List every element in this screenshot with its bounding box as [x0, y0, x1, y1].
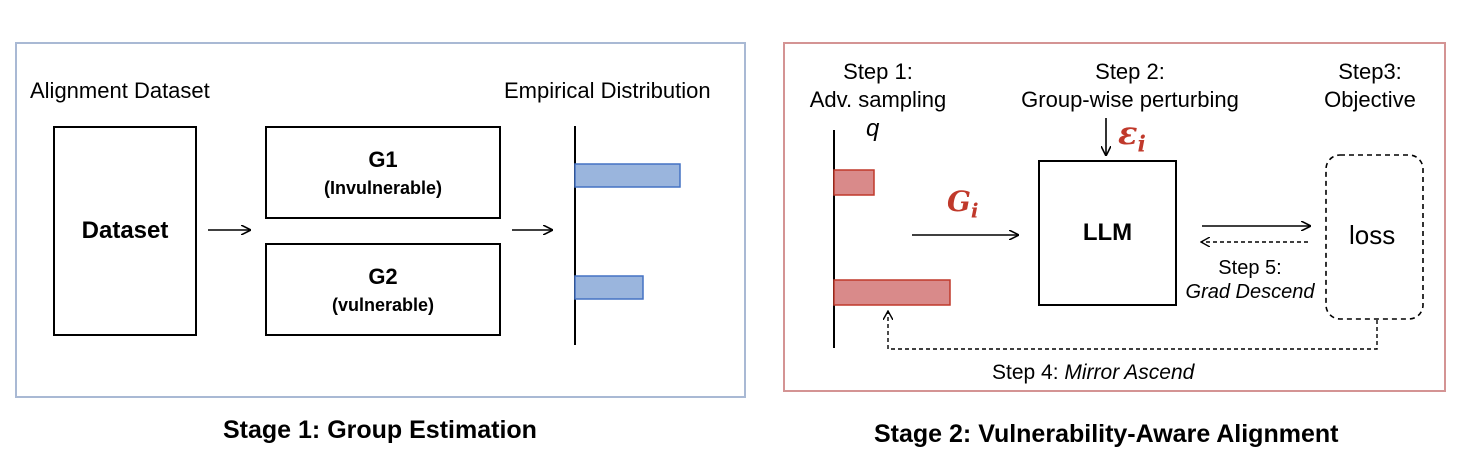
step1-label: Step 1: Adv. sampling [798, 58, 958, 114]
step4-label: Step 4: Mirror Ascend [992, 361, 1194, 385]
q-bar-small [833, 169, 875, 196]
empirical-distribution-label: Empirical Distribution [504, 78, 711, 103]
step3-title: Step3: [1338, 59, 1402, 84]
group-box-g1: G1 (Invulnerable) [265, 126, 501, 219]
arrow-mirror-ascend [888, 312, 1378, 350]
step1-subtitle: Adv. sampling [809, 87, 947, 112]
group-box-g2: G2 (vulnerable) [265, 243, 501, 336]
dataset-box-label: Dataset [81, 217, 169, 244]
loss-label: loss [1349, 220, 1396, 250]
distribution-bar-g1 [574, 163, 681, 188]
step3-label: Step3: Objective [1300, 58, 1440, 114]
step4-prefix: Step 4: [992, 361, 1065, 384]
group-g1-desc: (Invulnerable) [323, 177, 443, 198]
gi-symbol: Gi [947, 185, 979, 223]
step3-subtitle: Objective [1324, 87, 1416, 112]
step2-subtitle: Group-wise perturbing [1021, 87, 1239, 112]
step5-title: Step 5: [1218, 257, 1282, 279]
group-g2-desc: (vulnerable) [331, 294, 435, 315]
gi-subscript: i [970, 198, 979, 223]
step1-title: Step 1: [843, 59, 913, 84]
group-g2-name: G2 [368, 263, 398, 289]
q-symbol: q [866, 115, 880, 142]
step5-subtitle: Grad Descend [1185, 281, 1315, 303]
step2-title: Step 2: [1095, 59, 1165, 84]
alignment-dataset-label: Alignment Dataset [30, 78, 210, 103]
llm-box: LLM [1038, 160, 1177, 306]
loss-box [1325, 154, 1424, 320]
gi-char: G [947, 185, 971, 218]
stage2-caption: Stage 2: Vulnerability-Aware Alignment [874, 420, 1339, 448]
epsilon-subscript: i [1137, 131, 1146, 158]
distribution-bar-g2 [574, 275, 644, 300]
stage2-panel [783, 42, 1446, 392]
step4-italic: Mirror Ascend [1064, 361, 1195, 384]
stage1-caption: Stage 1: Group Estimation [223, 416, 537, 444]
stage1-panel [15, 42, 746, 398]
llm-label: LLM [1082, 219, 1133, 246]
dataset-box: Dataset [53, 126, 197, 336]
group-g1-name: G1 [368, 146, 398, 172]
step5-label: Step 5: Grad Descend [1175, 256, 1325, 304]
epsilon-char: ε [1118, 114, 1138, 152]
epsilon-symbol: εi [1118, 114, 1146, 157]
q-bar-large [833, 279, 951, 306]
step2-label: Step 2: Group-wise perturbing [1010, 58, 1250, 114]
